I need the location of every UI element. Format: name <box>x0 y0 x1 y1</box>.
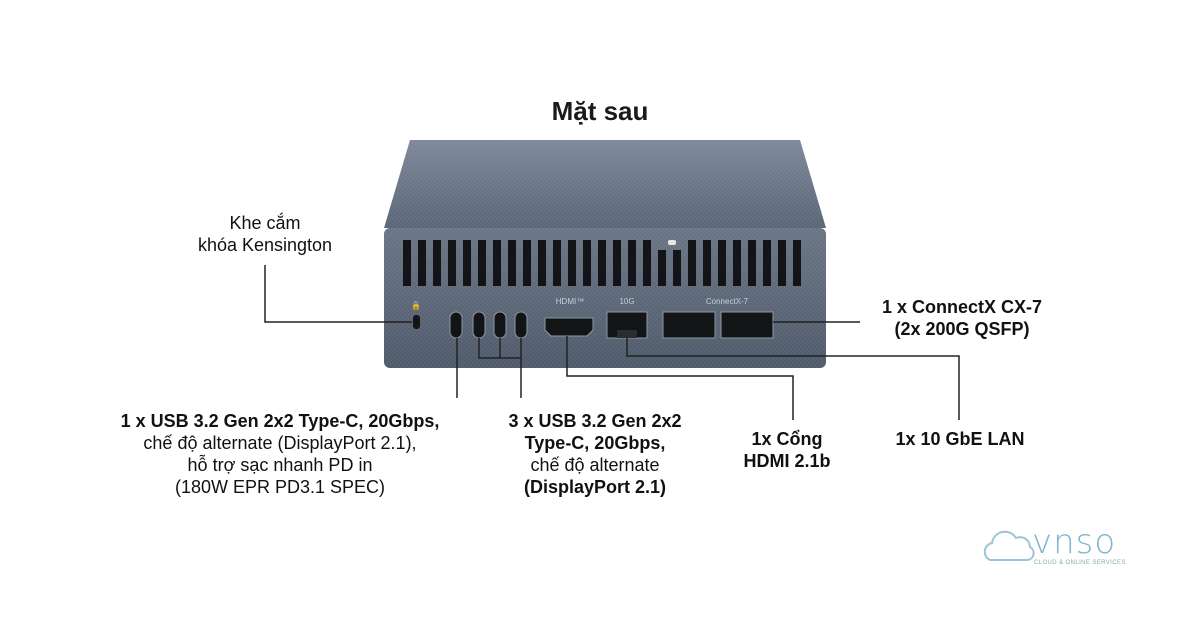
connectx-line2: (2x 200G QSFP) <box>894 319 1030 339</box>
vnso-logo: vnso CLOUD & ONLINE SERVICES <box>980 520 1140 570</box>
usb-three-line1: 3 x USB 3.2 Gen 2x2 <box>508 411 682 431</box>
kensington-line2: khóa Kensington <box>197 235 333 255</box>
usb-three-label: 3 x USB 3.2 Gen 2x2 Type-C, 20Gbps, chế … <box>490 410 700 498</box>
hdmi-port: HDMI™ <box>544 297 594 337</box>
hdmi-label: 1x Cổng HDMI 2.1b <box>732 428 842 472</box>
usb-three-line4: (DisplayPort 2.1) <box>523 477 667 497</box>
usb-main-line2: chế độ alternate (DisplayPort 2.1), <box>143 433 417 453</box>
usb-main-label: 1 x USB 3.2 Gen 2x2 Type-C, 20Gbps, chế … <box>110 410 450 498</box>
callout-lines <box>264 265 960 420</box>
connectx-port-label: ConnectX-7 <box>706 297 749 306</box>
page-title: Mặt sau <box>551 96 649 126</box>
kensington-label: Khe cắm khóa Kensington <box>170 212 360 256</box>
kensington-slot <box>413 315 420 329</box>
hdmi-port-label: HDMI™ <box>556 297 584 306</box>
power-led <box>668 240 676 245</box>
kensington-line1: Khe cắm <box>229 213 301 233</box>
usb-three-line2: Type-C, 20Gbps, <box>524 433 666 453</box>
logo-tagline: CLOUD & ONLINE SERVICES <box>1034 560 1126 566</box>
lan-port-label: 10G <box>619 297 634 306</box>
lan-port: 10G <box>606 297 648 339</box>
usb-c-ports <box>449 311 528 339</box>
lan-line1: 1x 10 GbE LAN <box>895 429 1025 449</box>
hdmi-line1: 1x Cổng <box>751 429 823 449</box>
vent-grille <box>403 240 801 286</box>
usb-three-line3: chế độ alternate <box>530 455 660 475</box>
qsfp-ports: ConnectX-7 <box>662 297 774 339</box>
lan-label: 1x 10 GbE LAN <box>870 428 1050 450</box>
cloud-icon <box>983 530 1035 561</box>
hdmi-line2: HDMI 2.1b <box>743 451 831 471</box>
connectx-line1: 1 x ConnectX CX-7 <box>881 297 1043 317</box>
connectx-label: 1 x ConnectX CX-7 (2x 200G QSFP) <box>862 296 1062 340</box>
usb-main-line1: 1 x USB 3.2 Gen 2x2 Type-C, 20Gbps, <box>120 411 440 431</box>
svg-text:🔒: 🔒 <box>411 301 421 310</box>
usb-main-line3: hỗ trợ sạc nhanh PD in <box>187 455 373 475</box>
usb-main-line4: (180W EPR PD3.1 SPEC) <box>174 477 386 497</box>
logo-text: vnso <box>1032 522 1117 562</box>
